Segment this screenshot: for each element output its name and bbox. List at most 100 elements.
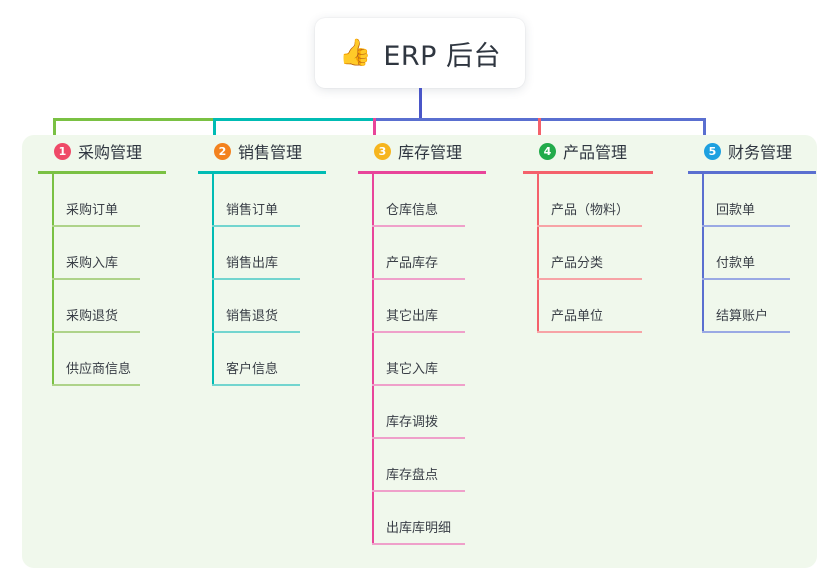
node-rule <box>372 437 465 439</box>
node-label: 产品分类 <box>551 256 604 271</box>
node-rule <box>212 225 300 227</box>
node-item[interactable]: 销售出库 <box>212 227 358 280</box>
node-item[interactable]: 产品单位 <box>537 280 688 333</box>
node-rule <box>52 384 140 386</box>
node-rule <box>372 331 465 333</box>
node-label: 销售出库 <box>226 256 279 271</box>
column-spine-4 <box>537 174 539 333</box>
node-label: 销售退货 <box>226 309 279 324</box>
bus-segment-1 <box>53 118 216 121</box>
node-item[interactable]: 出库库明细 <box>372 492 523 545</box>
node-rule <box>212 384 300 386</box>
node-rule <box>212 331 300 333</box>
node-label: 结算账户 <box>716 309 769 324</box>
column-body-5: 回款单付款单结算账户 <box>688 174 838 333</box>
node-item[interactable]: 供应商信息 <box>52 333 198 386</box>
drop-connector-5 <box>703 118 706 148</box>
column-header-rule-4 <box>523 171 653 174</box>
node-rule <box>372 278 465 280</box>
node-item[interactable]: 仓库信息 <box>372 174 523 227</box>
node-label: 采购订单 <box>66 203 119 218</box>
column-5: 5 财务管理回款单付款单结算账户 <box>688 135 838 333</box>
node-rule <box>702 331 790 333</box>
column-header-5[interactable]: 5 财务管理 <box>688 135 838 167</box>
node-rule <box>372 225 465 227</box>
node-rule <box>52 278 140 280</box>
node-item[interactable]: 结算账户 <box>702 280 838 333</box>
node-rule <box>52 331 140 333</box>
node-item[interactable]: 产品（物料） <box>537 174 688 227</box>
node-label: 库存调拨 <box>386 415 439 430</box>
node-label: 采购退货 <box>66 309 119 324</box>
column-title-5: 财务管理 <box>728 143 793 162</box>
bus-segment-2 <box>213 118 376 121</box>
column-badge-3: 3 <box>374 142 391 160</box>
column-title-2: 销售管理 <box>238 143 303 162</box>
column-header-rule-2 <box>198 171 326 174</box>
column-spine-5 <box>702 174 704 333</box>
node-item[interactable]: 产品库存 <box>372 227 523 280</box>
node-rule <box>537 331 642 333</box>
node-label: 产品（物料） <box>551 203 630 218</box>
node-item[interactable]: 客户信息 <box>212 333 358 386</box>
node-item[interactable]: 产品分类 <box>537 227 688 280</box>
node-rule <box>52 225 140 227</box>
node-item[interactable]: 回款单 <box>702 174 838 227</box>
node-item[interactable]: 库存调拨 <box>372 386 523 439</box>
column-1: 1 采购管理采购订单采购入库采购退货供应商信息 <box>38 135 198 386</box>
root-title-card[interactable]: 👍 ERP 后台 <box>315 18 525 88</box>
node-rule <box>372 543 465 545</box>
node-label: 采购入库 <box>66 256 119 271</box>
node-item[interactable]: 销售订单 <box>212 174 358 227</box>
node-rule <box>212 278 300 280</box>
column-header-rule-5 <box>688 171 816 174</box>
node-label: 供应商信息 <box>66 362 132 377</box>
node-rule <box>702 278 790 280</box>
column-badge-2: 2 <box>214 142 231 160</box>
node-item[interactable]: 销售退货 <box>212 280 358 333</box>
node-label: 出库库明细 <box>386 521 452 536</box>
column-body-2: 销售订单销售出库销售退货客户信息 <box>198 174 358 386</box>
node-rule <box>702 225 790 227</box>
column-header-2[interactable]: 2 销售管理 <box>198 135 358 167</box>
node-rule <box>537 225 642 227</box>
column-badge-5: 5 <box>704 142 721 160</box>
node-label: 产品库存 <box>386 256 439 271</box>
column-badge-1: 1 <box>54 142 71 160</box>
drop-connector-4 <box>538 118 541 148</box>
node-item[interactable]: 采购退货 <box>52 280 198 333</box>
node-item[interactable]: 付款单 <box>702 227 838 280</box>
node-item[interactable]: 其它入库 <box>372 333 523 386</box>
node-rule <box>372 384 465 386</box>
root-stem-connector <box>419 88 422 120</box>
column-body-3: 仓库信息产品库存其它出库其它入库库存调拨库存盘点出库库明细 <box>358 174 523 545</box>
column-2: 2 销售管理销售订单销售出库销售退货客户信息 <box>198 135 358 386</box>
drop-connector-1 <box>53 118 56 148</box>
node-rule <box>372 490 465 492</box>
thumbs-up-icon: 👍 <box>338 38 372 68</box>
node-item[interactable]: 其它出库 <box>372 280 523 333</box>
column-body-1: 采购订单采购入库采购退货供应商信息 <box>38 174 198 386</box>
column-header-1[interactable]: 1 采购管理 <box>38 135 198 167</box>
node-label: 其它出库 <box>386 309 439 324</box>
node-label: 其它入库 <box>386 362 439 377</box>
column-spine-2 <box>212 174 214 386</box>
node-item[interactable]: 库存盘点 <box>372 439 523 492</box>
column-spine-1 <box>52 174 54 386</box>
bus-segment-3 <box>373 118 541 121</box>
node-label: 产品单位 <box>551 309 604 324</box>
node-item[interactable]: 采购订单 <box>52 174 198 227</box>
column-header-rule-1 <box>38 171 166 174</box>
node-item[interactable]: 采购入库 <box>52 227 198 280</box>
drop-connector-2 <box>213 118 216 148</box>
node-rule <box>537 278 642 280</box>
column-header-3[interactable]: 3 库存管理 <box>358 135 523 167</box>
diagram-panel: 1 采购管理采购订单采购入库采购退货供应商信息 2 销售管理销售订单销售出库销售退货客… <box>22 135 817 568</box>
column-title-1: 采购管理 <box>78 143 143 162</box>
column-title-3: 库存管理 <box>398 143 463 162</box>
node-label: 销售订单 <box>226 203 279 218</box>
column-header-rule-3 <box>358 171 486 174</box>
root-title-label: ERP 后台 <box>383 40 502 72</box>
